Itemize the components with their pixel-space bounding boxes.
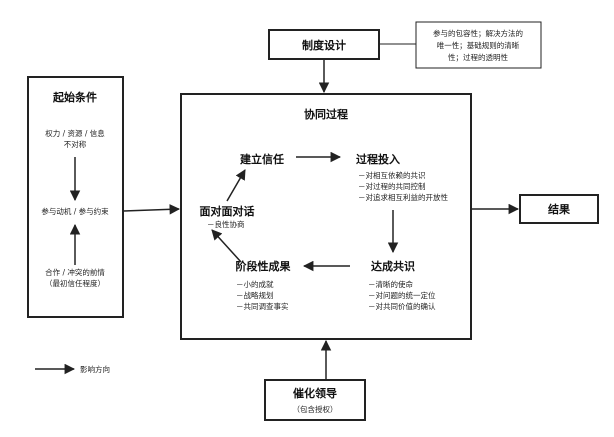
outcomes-box — [519, 194, 599, 224]
intermediate-outcomes-item-1: －小的成就 — [236, 279, 274, 289]
collaborative-process-title: 协同过程 — [304, 107, 348, 121]
shared-understanding-item-1: －清晰的使命 — [368, 279, 413, 289]
shared-understanding-item-3: －对共同价值的确认 — [368, 301, 436, 311]
start-condition-asymmetry-line1: 权力 / 资源 / 信息 — [45, 128, 105, 138]
face-to-face-item-1: －良性协商 — [207, 219, 245, 229]
commitment-item-2: －对过程的共同控制 — [358, 181, 426, 191]
arrow-outcomes-to-dialogue — [211, 229, 242, 263]
face-to-face-title: 面对面对话 — [200, 204, 255, 218]
institutional-design-note-line1: 参与的包容性；解决方法的 — [433, 28, 523, 38]
trust-building-label: 建立信任 — [240, 152, 284, 166]
start-condition-incentives: 参与动机 / 参与约束 — [41, 206, 109, 216]
facilitative-leadership-subtitle: （包含授权） — [293, 404, 338, 414]
start-conditions-title: 起始条件 — [52, 90, 97, 104]
institutional-design-title: 制度设计 — [302, 38, 346, 52]
institutional-design-note-line3: 性；过程的透明性 — [448, 52, 508, 62]
institutional-design-note-line2: 唯一性；基础规则的清晰 — [437, 40, 520, 50]
arrow-start-to-process — [122, 204, 181, 215]
intermediate-outcomes-item-3: －共同调查事实 — [236, 301, 289, 311]
start-condition-prehistory-line2: （最初信任程度） — [45, 278, 105, 288]
institutional-design-note-box — [415, 21, 542, 69]
commitment-item-1: －对相互依赖的共识 — [358, 170, 426, 180]
arrow-dialogue-to-trust — [226, 169, 246, 202]
legend-label: 影响方向 — [80, 364, 110, 374]
facilitative-leadership-title: 催化领导 — [293, 386, 337, 400]
facilitative-leadership-box — [264, 379, 366, 421]
commitment-title: 过程投入 — [356, 152, 400, 166]
outcomes-title: 结果 — [547, 202, 570, 216]
shared-understanding-title: 达成共识 — [371, 259, 415, 273]
intermediate-outcomes-item-2: －战略规划 — [236, 290, 274, 300]
commitment-item-3: －对追求相互利益的开放性 — [358, 192, 448, 202]
start-condition-asymmetry-line2: 不对称 — [64, 139, 87, 149]
shared-understanding-item-2: －对问题的统一定位 — [368, 290, 436, 300]
start-condition-prehistory-line1: 合作 / 冲突的前情 — [45, 267, 105, 277]
collaborative-process-box — [180, 93, 472, 340]
intermediate-outcomes-title: 阶段性成果 — [236, 259, 291, 273]
